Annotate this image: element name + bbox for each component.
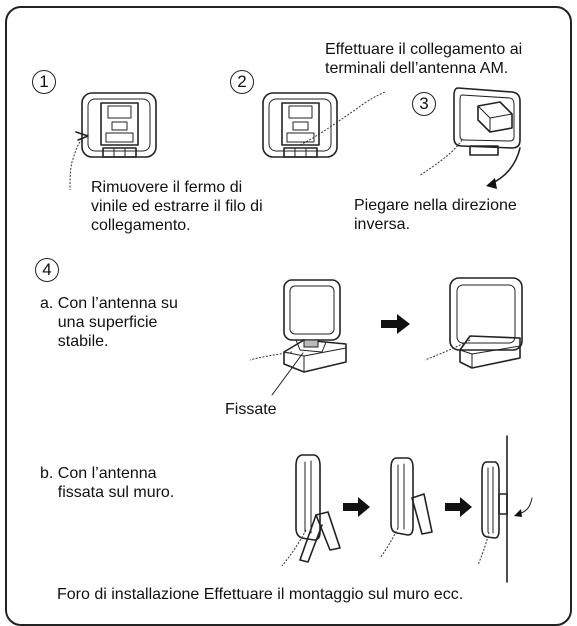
- step-4b-caption: b. Con l’antenna fissata sul muro.: [40, 465, 175, 501]
- step-4b-antenna-2: [379, 457, 433, 559]
- step-3-antenna: [419, 87, 521, 189]
- arrow-right-icon: [381, 314, 410, 334]
- step-1-caption: Rimuovere il fermo di vinile ed estrarre…: [91, 179, 263, 234]
- step-1-number: 1: [32, 70, 56, 94]
- step-3-top-note: Effettuare il collegamento ai terminali …: [325, 41, 523, 77]
- step-2-number: 2: [230, 70, 254, 94]
- step-4b-bottom-note: Foro di installazione Effettuare il mont…: [57, 586, 464, 603]
- step-4-number: 4: [35, 258, 59, 282]
- step-4a-antenna-right: [424, 277, 523, 369]
- arrow-right-icon: [445, 497, 472, 517]
- step-2-antenna: [262, 91, 386, 158]
- step-4a-callout: Fissate: [225, 401, 277, 418]
- step-1-antenna: [69, 92, 157, 191]
- arrow-right-icon: [343, 497, 370, 517]
- step-4a-antenna-left: [249, 279, 347, 396]
- step-3-caption: Piegare nella direzione inversa.: [354, 197, 517, 233]
- step-4a-caption: a. Con l’antenna su una superficie stabi…: [40, 295, 178, 350]
- step-3-number: 3: [412, 92, 436, 116]
- step-4b-antenna-wall: [477, 435, 533, 583]
- step-4b-antenna-1: [281, 454, 341, 567]
